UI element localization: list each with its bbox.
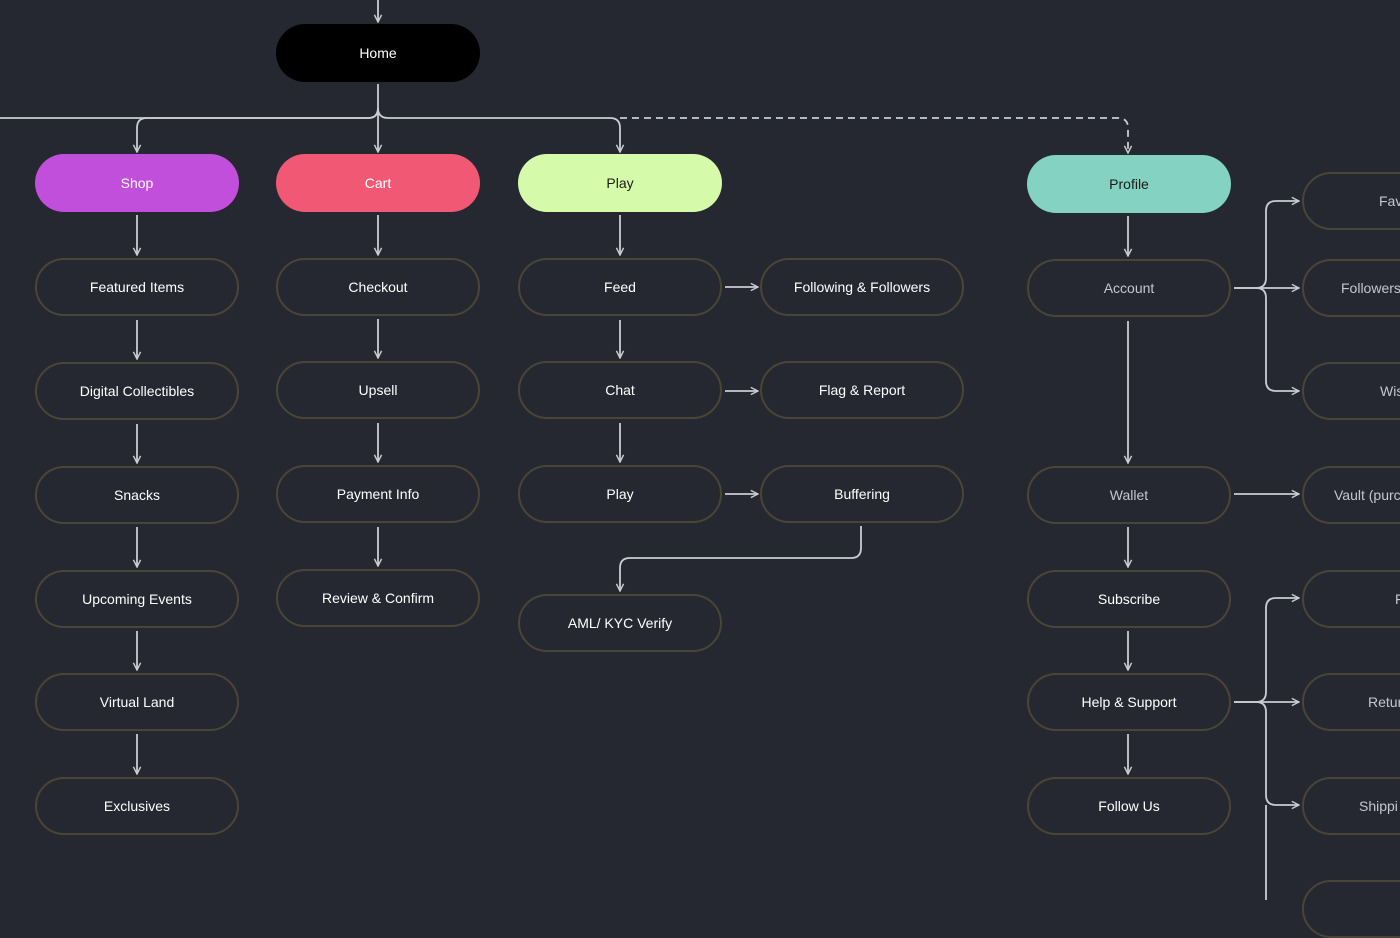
edge-buffering-aml [620, 526, 862, 591]
node-aml-kyc-verify[interactable]: AML/ KYC Verify [518, 594, 722, 652]
node-help-support[interactable]: Help & Support [1027, 673, 1231, 731]
node-chat[interactable]: Chat [518, 361, 722, 419]
node-play[interactable]: Play [518, 154, 722, 212]
node-follow-us[interactable]: Follow Us [1027, 777, 1231, 835]
node-shop[interactable]: Shop [35, 154, 239, 212]
edge-account-fav [1234, 201, 1299, 289]
node-profile[interactable]: Profile [1027, 155, 1231, 213]
node-review-confirm[interactable]: Review & Confirm [276, 569, 480, 627]
node-followers-label: Followers [1341, 280, 1400, 296]
node-upcoming-events[interactable]: Upcoming Events [35, 570, 239, 628]
edge-home-left [0, 107, 379, 119]
edge-help-f [1234, 598, 1299, 703]
edge-help-shippi [1255, 701, 1299, 805]
edge-home-shop [137, 107, 379, 152]
node-retur-label: Retur [1368, 694, 1400, 710]
node-vault-label: Vault (purc [1334, 487, 1400, 503]
node-play-sub[interactable]: Play [518, 465, 722, 523]
node-shippi-clipped[interactable]: Shippi [1302, 777, 1400, 835]
node-subscribe[interactable]: Subscribe [1027, 570, 1231, 628]
node-fav-clipped[interactable]: Fav [1302, 172, 1400, 230]
node-featured-items[interactable]: Featured Items [35, 258, 239, 316]
node-followers-clipped[interactable]: Followers [1302, 259, 1400, 317]
node-wis-label: Wis [1380, 383, 1400, 399]
node-flag-report[interactable]: Flag & Report [760, 361, 964, 419]
node-f-clipped[interactable]: F [1302, 570, 1400, 628]
node-checkout[interactable]: Checkout [276, 258, 480, 316]
node-account[interactable]: Account [1027, 259, 1231, 317]
node-shippi-label: Shippi [1359, 798, 1398, 814]
node-snacks[interactable]: Snacks [35, 466, 239, 524]
node-feed[interactable]: Feed [518, 258, 722, 316]
node-virtual-land[interactable]: Virtual Land [35, 673, 239, 731]
node-f-label: F [1304, 591, 1400, 607]
node-home[interactable]: Home [276, 24, 480, 82]
node-wallet[interactable]: Wallet [1027, 466, 1231, 524]
edge-home-profile [620, 117, 1128, 153]
edge-account-wis [1255, 287, 1299, 391]
node-payment-info[interactable]: Payment Info [276, 465, 480, 523]
node-fav-label: Fav [1379, 193, 1400, 209]
edge-home-play [377, 107, 620, 152]
node-wis-clipped[interactable]: Wis [1302, 362, 1400, 420]
node-cart[interactable]: Cart [276, 154, 480, 212]
node-bottom-clipped[interactable] [1302, 880, 1400, 938]
flow-edges [0, 0, 1400, 900]
node-retur-clipped[interactable]: Retur [1302, 673, 1400, 731]
node-vault-clipped[interactable]: Vault (purc [1302, 466, 1400, 524]
node-exclusives[interactable]: Exclusives [35, 777, 239, 835]
node-buffering[interactable]: Buffering [760, 465, 964, 523]
node-following-followers[interactable]: Following & Followers [760, 258, 964, 316]
node-upsell[interactable]: Upsell [276, 361, 480, 419]
node-digital-collectibles[interactable]: Digital Collectibles [35, 362, 239, 420]
